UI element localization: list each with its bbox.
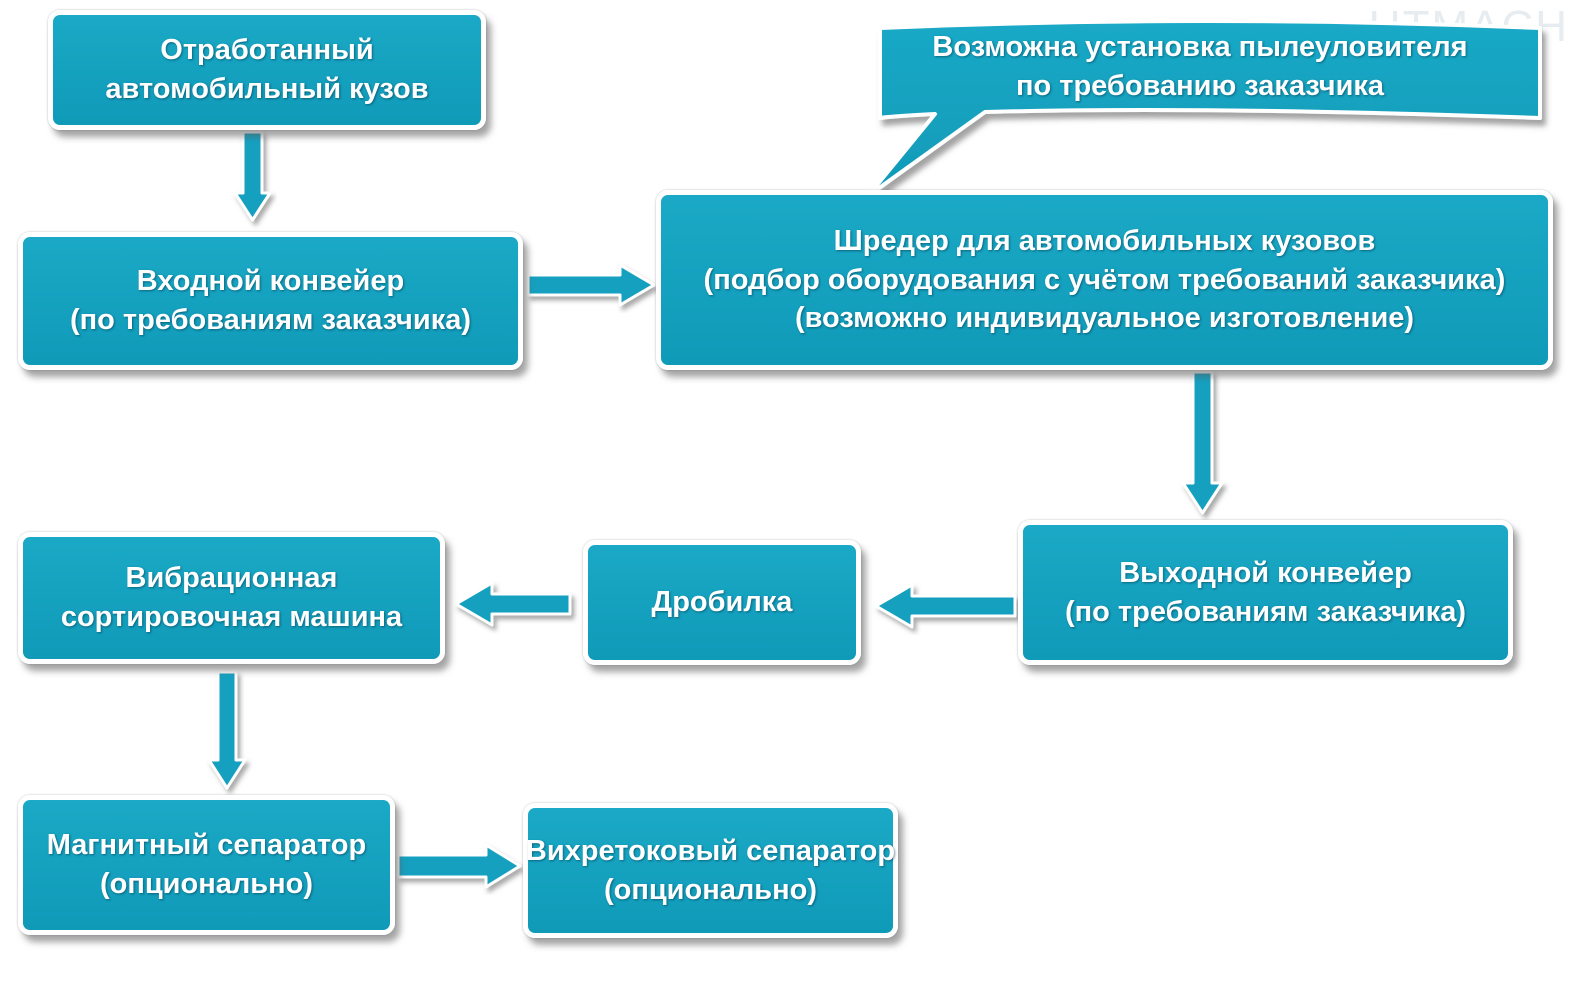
node-label: (подбор оборудования с учётом требований… <box>703 263 1506 296</box>
callout-bubble <box>866 19 1542 198</box>
callout-line: Возможна установка пылеуловителя <box>932 31 1468 63</box>
node-input-conveyor: Входной конвейер (по требованиям заказчи… <box>18 232 523 370</box>
node-used-car-body: Отработанный автомобильный кузов <box>48 10 486 130</box>
node-label: Магнитный сепаратор <box>46 829 367 862</box>
arrow-crusher-to-vibration-sorter <box>454 581 572 627</box>
node-car-body-shredder: Шредер для автомобильных кузовов (подбор… <box>656 190 1553 370</box>
node-label: Отработанный <box>160 34 374 67</box>
node-label: Выходной конвейер <box>1119 556 1412 589</box>
node-label: Входной конвейер <box>136 265 405 298</box>
node-crusher: Дробилка <box>583 540 861 665</box>
arrow-vibration-sorter-to-magnetic-separator <box>207 670 247 790</box>
arrow-used-body-to-input-conveyor <box>233 130 272 222</box>
node-label: автомобильный кузов <box>105 73 429 105</box>
node-label: (опционально) <box>99 868 314 900</box>
callout-line: по требованию заказчика <box>1015 69 1385 102</box>
node-label: Дробилка <box>651 586 793 619</box>
arrow-output-conveyor-to-crusher <box>874 583 1017 629</box>
node-label: (возможно индивидуальное изготовление) <box>794 302 1415 335</box>
node-magnetic-separator: Магнитный сепаратор (опционально) <box>18 795 395 935</box>
node-label: сортировочная машина <box>60 601 403 633</box>
arrow-magnetic-to-eddy-current-separator <box>396 843 522 889</box>
node-output-conveyor: Выходной конвейер (по требованиям заказч… <box>1018 520 1513 665</box>
node-label: Шредер для автомобильных кузовов <box>833 225 1376 258</box>
node-label: (опционально) <box>603 873 818 906</box>
node-vibration-sorter: Вибрационная сортировочная машина <box>18 532 445 664</box>
node-label: Вихретоковый сепаратор <box>525 834 896 867</box>
arrow-shredder-to-output-conveyor <box>1181 370 1224 515</box>
node-label: (по требованиям заказчика) <box>69 304 471 336</box>
node-label: Вибрационная <box>125 562 338 595</box>
callout-dust-collector-note: Возможна установка пылеуловителя по треб… <box>880 28 1520 105</box>
arrow-input-conveyor-to-shredder <box>526 263 656 307</box>
node-eddy-current-separator: Вихретоковый сепаратор (опционально) <box>523 803 898 938</box>
node-label: (по требованиям заказчика) <box>1064 595 1466 628</box>
